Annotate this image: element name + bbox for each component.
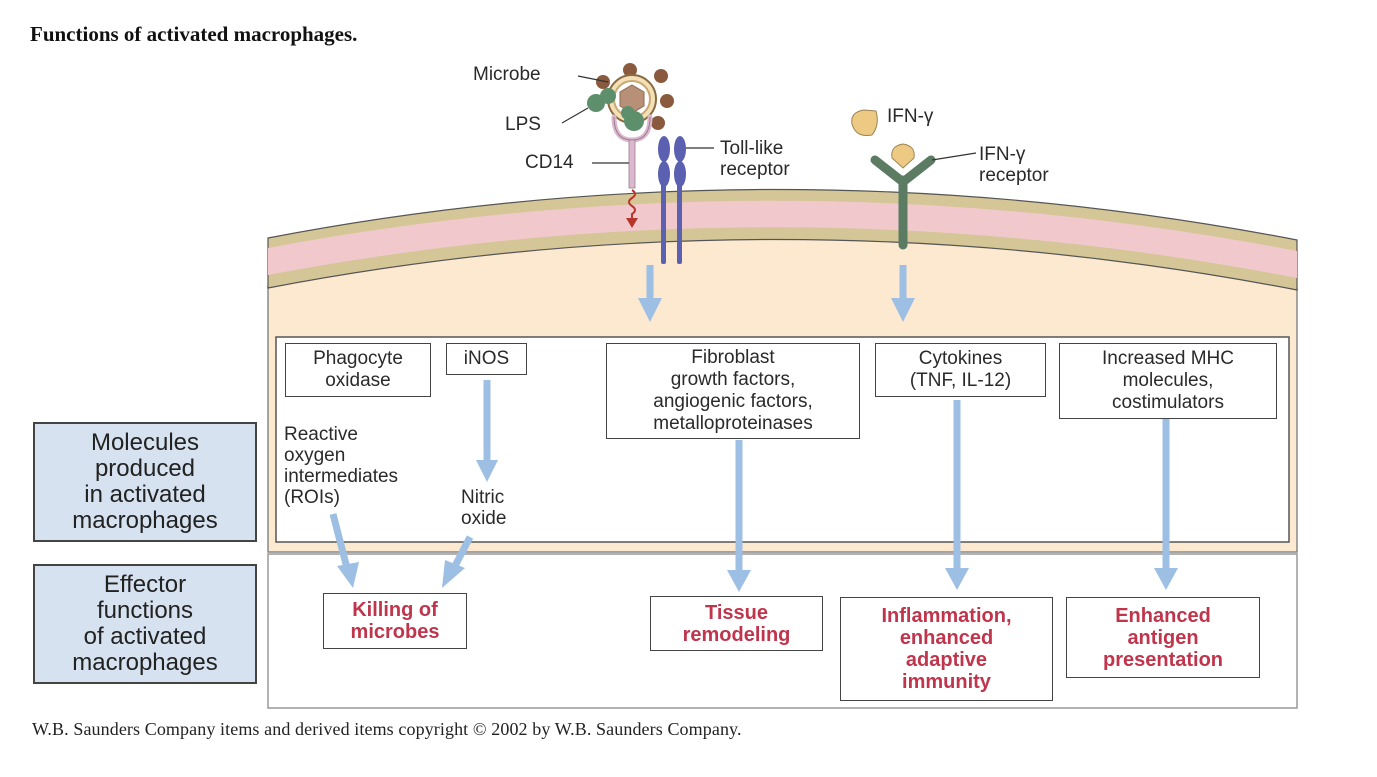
figure-title: Functions of activated macrophages.	[30, 22, 358, 46]
box-phagocyte-oxidase: Phagocyte oxidase	[285, 343, 431, 397]
ifn-gamma-icon	[851, 109, 878, 136]
side-label-effector: Effector functions of activated macropha…	[33, 564, 257, 684]
box-mhc-costimulators: Increased MHC molecules, costimulators	[1059, 343, 1277, 419]
label-toll-like-receptor: Toll-like receptor	[720, 138, 790, 180]
toll-like-receptor-icon	[658, 136, 686, 264]
box-fibroblast-factors: Fibroblast growth factors, angiogenic fa…	[606, 343, 860, 439]
ifn-gamma-receptor-icon	[870, 143, 936, 250]
label-rois: Reactive oxygen intermediates (ROIs)	[284, 424, 399, 508]
membrane-inner-layer	[268, 200, 1297, 278]
lps-icon	[587, 88, 644, 131]
effector-tissue-remodeling: Tissue remodeling	[650, 596, 823, 651]
effector-inflammation: Inflammation, enhanced adaptive immunity	[840, 597, 1053, 701]
label-ifn-gamma: IFN-γ	[887, 106, 934, 127]
label-lps: LPS	[505, 114, 541, 135]
side-label-molecules: Molecules produced in activated macropha…	[33, 422, 257, 542]
box-cytokines: Cytokines (TNF, IL-12)	[875, 343, 1046, 397]
effector-killing-microbes: Killing of microbes	[323, 593, 467, 649]
signal-arrows	[329, 265, 1178, 592]
arrow-no-killing	[451, 535, 474, 568]
microbe-icon	[596, 63, 674, 130]
effector-antigen-presentation: Enhanced antigen presentation	[1066, 597, 1260, 678]
copyright-footer: W.B. Saunders Company items and derived …	[32, 719, 742, 739]
label-nitric-oxide: Nitric oxide	[461, 487, 507, 529]
arrow-roi-killing	[329, 513, 351, 569]
label-ifn-gamma-receptor: IFN-γ receptor	[979, 144, 1049, 186]
label-cd14: CD14	[525, 152, 574, 173]
box-inos: iNOS	[446, 343, 527, 375]
label-microbe: Microbe	[473, 64, 541, 85]
cd14-receptor-icon	[611, 114, 653, 228]
